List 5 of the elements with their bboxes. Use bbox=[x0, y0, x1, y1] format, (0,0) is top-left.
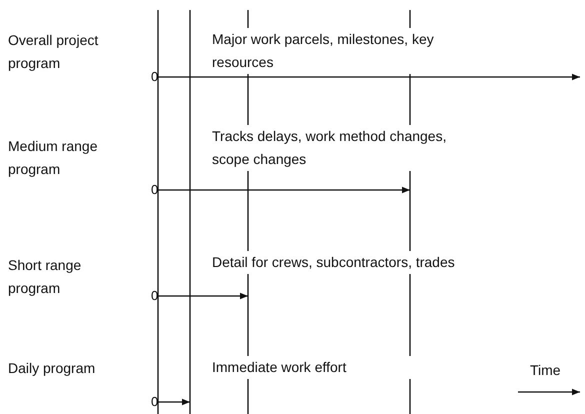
zero-mark: 0 bbox=[151, 395, 158, 409]
zero-mark: 0 bbox=[151, 289, 158, 303]
zero-mark: 0 bbox=[151, 183, 158, 197]
description-text: Immediate work effort bbox=[212, 356, 412, 379]
zero-mark: 0 bbox=[151, 70, 158, 84]
